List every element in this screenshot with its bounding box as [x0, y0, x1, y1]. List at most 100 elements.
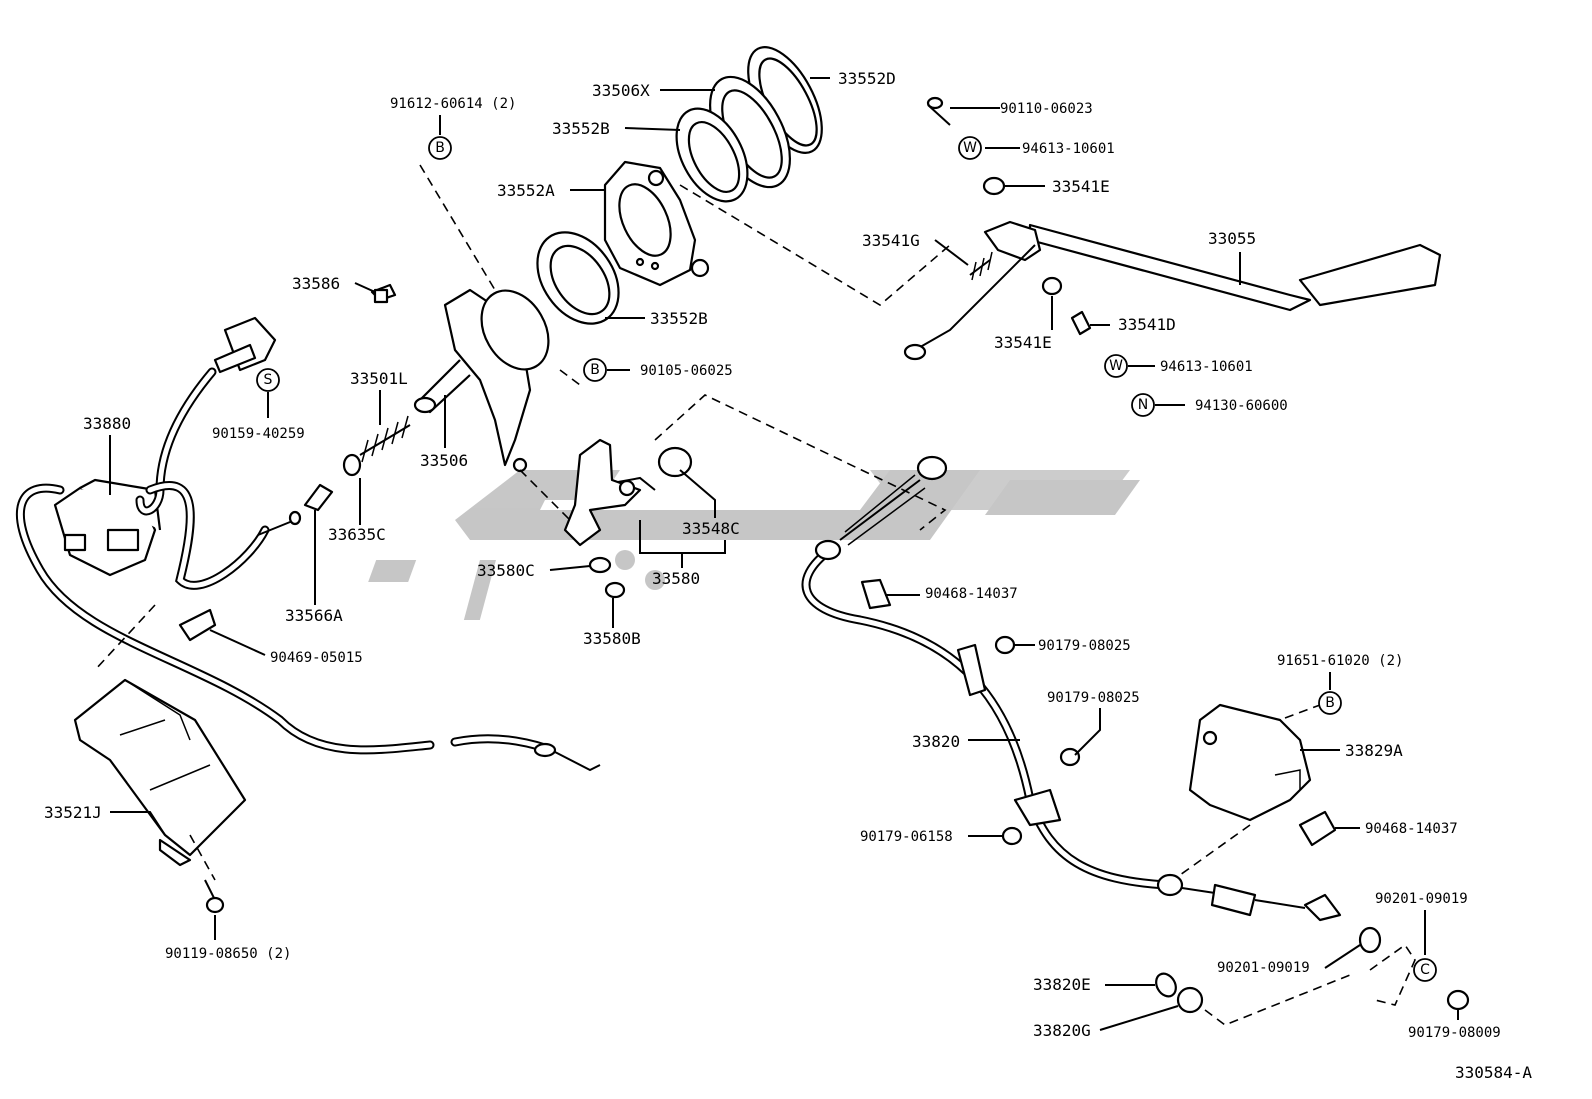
- leader-33820G: [1204, 974, 1351, 1026]
- svg-text:S: S: [264, 372, 273, 388]
- label-33506X: 33506X: [592, 81, 650, 100]
- svg-text:B: B: [435, 140, 445, 156]
- label-90201-09019-right: 90201-09019: [1375, 891, 1468, 907]
- nut-90179-06158: [1001, 826, 1023, 846]
- label-33506: 33506: [420, 451, 468, 470]
- svg-text:N: N: [1138, 397, 1148, 413]
- nut-90179-mid: [1059, 747, 1081, 767]
- nut-90179-08009: [1446, 989, 1470, 1011]
- label-33541E-top: 33541E: [1052, 177, 1110, 196]
- label-90119-08650: 90119-08650 (2): [165, 946, 291, 962]
- svg-text:W: W: [1109, 358, 1123, 374]
- clip-33580B: [604, 581, 626, 599]
- shift-lever-33055: [903, 220, 1442, 361]
- leader-91612: [419, 164, 496, 291]
- label-33580: 33580: [652, 569, 700, 588]
- label-33580C: 33580C: [477, 561, 535, 580]
- label-33580B: 33580B: [583, 629, 641, 648]
- label-90105-06025: 90105-06025: [640, 363, 733, 379]
- bushing-33552B-top: [675, 107, 749, 203]
- label-33548C: 33548C: [682, 519, 740, 538]
- label-90468-14037-top: 90468-14037: [925, 586, 1018, 602]
- bracket-33580: [563, 438, 656, 547]
- label-33820E: 33820E: [1033, 975, 1091, 994]
- label-33552B-top: 33552B: [552, 119, 610, 138]
- label-33820G: 33820G: [1033, 1021, 1091, 1040]
- label-90179-06158: 90179-06158: [860, 829, 953, 845]
- badge-s-90159: S: [256, 368, 280, 392]
- bracket-33829A: [1188, 703, 1312, 822]
- leader-cable-end: [654, 394, 947, 531]
- label-33880: 33880: [83, 414, 131, 433]
- leader-33580: [519, 469, 576, 526]
- spring-33541G: [969, 251, 993, 281]
- label-91612-60614: 91612-60614 (2): [390, 96, 516, 112]
- clip-90469: [178, 608, 217, 642]
- pin-33820E: [1155, 972, 1177, 998]
- label-90179-08025-mid: 90179-08025: [1047, 690, 1140, 706]
- label-33552A: 33552A: [497, 181, 555, 200]
- label-33586: 33586: [292, 274, 340, 293]
- connector-33880: [213, 316, 277, 374]
- label-33552D: 33552D: [838, 69, 896, 88]
- label-90201-09019-left: 90201-09019: [1217, 960, 1310, 976]
- bolt-90110: [926, 96, 951, 126]
- grommet-33820G: [1176, 986, 1204, 1014]
- grommet-33548C: [657, 446, 693, 478]
- lever-base-33506: [413, 288, 550, 473]
- nut-90179-top: [994, 635, 1016, 655]
- collar-33635C: [342, 453, 362, 477]
- label-33541G: 33541G: [862, 231, 920, 250]
- label-33566A: 33566A: [285, 606, 343, 625]
- washer-90201: [1358, 926, 1382, 954]
- bolt-90119: [204, 879, 225, 914]
- nut-33541E-top: [982, 176, 1006, 196]
- cable-33820: [801, 455, 1342, 922]
- label-94613-10601-top: 94613-10601: [1022, 141, 1115, 157]
- leader-90105: [559, 369, 581, 386]
- nut-33541E-mid: [1041, 276, 1063, 296]
- badge-b-91651: B: [1318, 691, 1342, 715]
- clip-90468-top: [860, 578, 892, 610]
- label-94613-10601-mid: 94613-10601: [1160, 359, 1253, 375]
- label-91651-61020: 91651-61020 (2): [1277, 653, 1403, 669]
- label-33055: 33055: [1208, 229, 1256, 248]
- part-labels: 33552D 33506X 91612-60614 (2) 33552B 335…: [44, 69, 1532, 1082]
- cover-33521J: [73, 678, 247, 867]
- leader-91651: [1284, 704, 1321, 719]
- label-33541D: 33541D: [1118, 315, 1176, 334]
- label-33635C: 33635C: [328, 525, 386, 544]
- label-33820: 33820: [912, 732, 960, 751]
- bushing-33552B-mid: [536, 231, 620, 325]
- pin-33541D: [1070, 310, 1092, 336]
- label-33552B-mid: 33552B: [650, 309, 708, 328]
- diagram-id: 330584-A: [1455, 1063, 1532, 1082]
- leader-lever: [679, 184, 951, 306]
- actuator-33880: [53, 478, 162, 577]
- clip-90468-bottom: [1298, 810, 1337, 847]
- badge-b-91612: B: [428, 136, 452, 160]
- leader-bracket-cable: [1179, 824, 1251, 876]
- svg-text:W: W: [963, 140, 977, 156]
- svg-text:B: B: [1325, 695, 1335, 711]
- badge-n-94130: N: [1131, 393, 1155, 417]
- badge-w-94613-top: W: [958, 136, 982, 160]
- housing-33552A: [603, 160, 710, 287]
- clip-plate-90201: [1369, 943, 1416, 1006]
- badge-c-90201: C: [1413, 958, 1437, 982]
- label-90179-08009: 90179-08009: [1408, 1025, 1501, 1041]
- label-90179-08025-top: 90179-08025: [1038, 638, 1131, 654]
- cable-end-left: [257, 510, 302, 536]
- bolt-33586: [370, 283, 397, 304]
- label-94130-60600: 94130-60600: [1195, 398, 1288, 414]
- pin-33566A: [303, 483, 334, 512]
- label-33501L: 33501L: [350, 369, 408, 388]
- leader-cover-bolt: [189, 834, 216, 881]
- svg-text:C: C: [1420, 962, 1430, 978]
- badge-b-90105: B: [583, 358, 607, 382]
- label-33521J: 33521J: [44, 803, 102, 822]
- label-90110-06023: 90110-06023: [1000, 101, 1093, 117]
- badge-w-94613-mid: W: [1104, 354, 1128, 378]
